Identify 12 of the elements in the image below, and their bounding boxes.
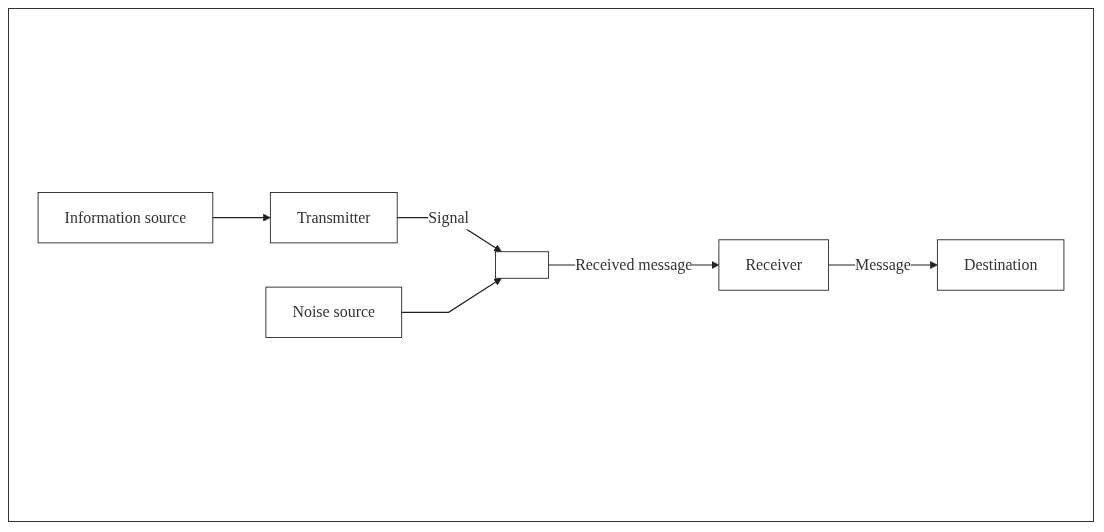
- arrow: [212, 213, 271, 222]
- edge-label: Received message: [575, 255, 693, 274]
- node-box: [269, 192, 398, 244]
- edge-label: Signal: [428, 208, 469, 227]
- node-box: [495, 251, 550, 279]
- node-box: [718, 239, 829, 291]
- node-box: [37, 192, 214, 244]
- node-box: [936, 239, 1065, 291]
- diagram-frame: Signal Received message Message Information source Transmitter Receiver Destination Noise source: [8, 8, 1094, 522]
- node-box: [265, 286, 403, 338]
- arrow: [401, 277, 502, 313]
- edge-label: Message: [855, 255, 911, 274]
